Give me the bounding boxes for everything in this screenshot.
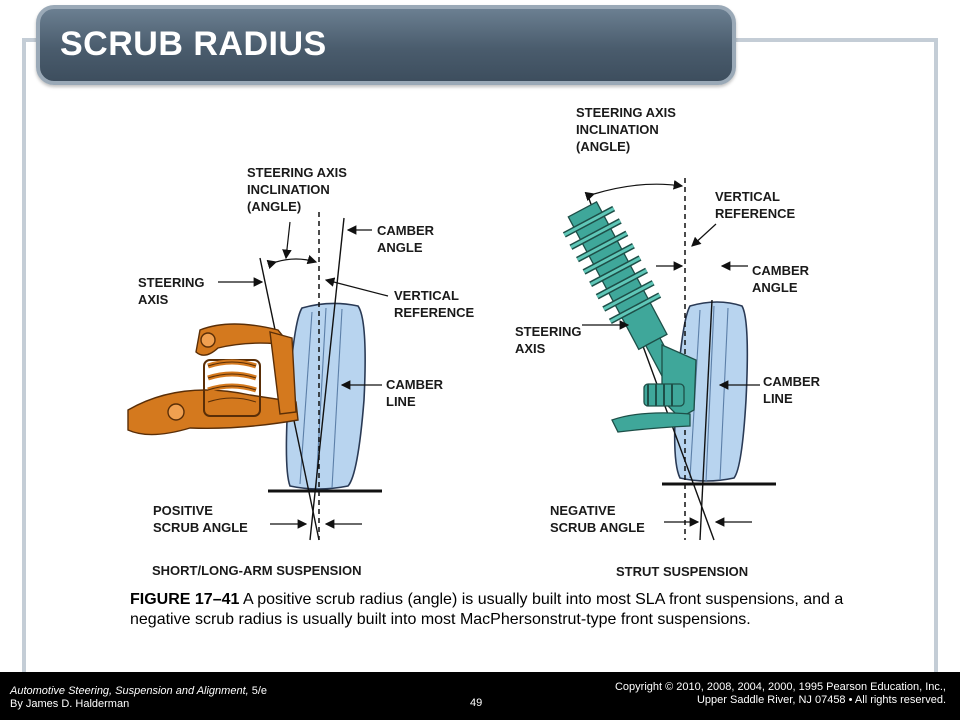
right-strut-assembly [562,200,697,433]
figure-number: FIGURE 17–41 [130,591,240,608]
slide-title: SCRUB RADIUS [60,25,327,63]
left-scrub-angle-label: POSITIVE SCRUB ANGLE [153,503,248,535]
right-vertical-reference-label: VERTICAL REFERENCE [715,189,796,221]
right-diagram [562,178,776,541]
right-camber-angle-label: CAMBER ANGLE [752,263,810,295]
left-steering-axis-label: STEERING AXIS [138,275,205,307]
left-vertical-reference-label: VERTICAL REFERENCE [394,288,475,320]
footer-book-title: Automotive Steering, Suspension and Alig… [10,685,249,697]
left-sai-label: STEERING AXIS INCLINATION (ANGLE) [247,165,347,214]
footer-author: By James D. Halderman [10,698,130,710]
footer-book-info: Automotive Steering, Suspension and Alig… [10,685,267,711]
right-camber-line-label: CAMBER LINE [763,374,821,406]
footer-copyright-line1: Copyright © 2010, 2008, 2004, 2000, 1995… [614,681,946,693]
right-steering-axis-label: STEERING AXIS [515,324,582,356]
footer-copyright: Copyright © 2010, 2008, 2004, 2000, 1995… [615,681,946,707]
left-suspension-arms [127,323,299,436]
figure-caption: FIGURE 17–41 A positive scrub radius (an… [130,590,850,630]
left-camber-angle-label: CAMBER ANGLE [377,223,435,255]
right-scrub-angle-label: NEGATIVE SCRUB ANGLE [550,503,645,535]
figure-caption-text: A positive scrub radius (angle) is usual… [130,591,844,628]
left-diagram [127,212,389,541]
slide-footer: Automotive Steering, Suspension and Alig… [0,672,960,720]
title-bar: SCRUB RADIUS [36,5,736,85]
right-camber-line [699,299,713,541]
right-diagram-caption: STRUT SUSPENSION [616,564,749,579]
left-camber-line-label: CAMBER LINE [386,377,444,409]
left-camber-line [309,217,345,541]
footer-copyright-line2: Upper Saddle River, NJ 07458 • All right… [696,694,946,706]
footer-page-number: 49 [470,697,483,709]
right-sai-label: STEERING AXIS INCLINATION (ANGLE) [576,105,676,154]
left-diagram-caption: SHORT/LONG-ARM SUSPENSION [152,563,362,578]
footer-edition: 5/e [248,685,268,697]
